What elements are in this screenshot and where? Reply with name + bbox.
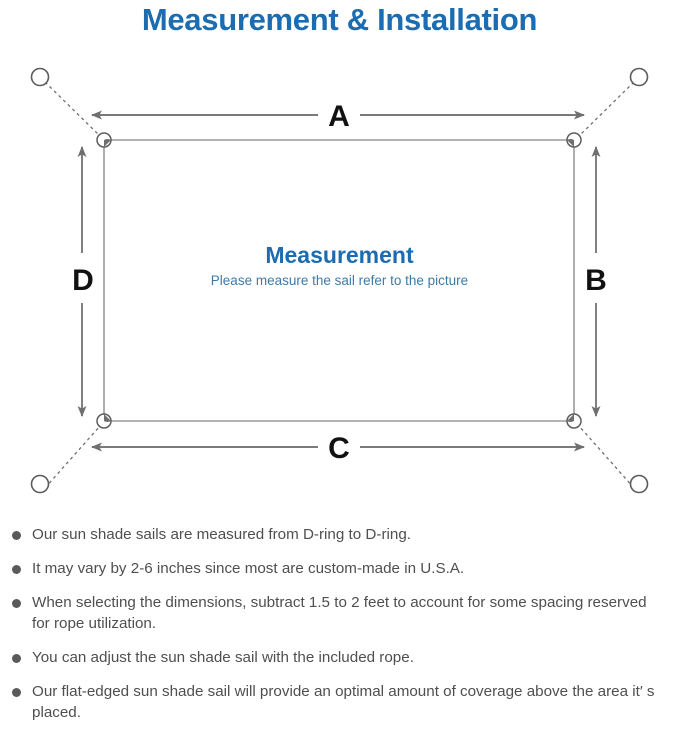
rope-line-top-right xyxy=(578,81,635,137)
d-ring-webbing xyxy=(104,139,574,422)
bullet-icon xyxy=(12,654,21,663)
list-item: Our flat-edged sun shade sail will provi… xyxy=(0,681,679,723)
shade-sail-body xyxy=(103,139,575,422)
bullet-icon xyxy=(12,565,21,574)
page-title: Measurement & Installation xyxy=(141,2,538,37)
list-item: Our sun shade sails are measured from D-… xyxy=(0,524,679,545)
anchor-points xyxy=(30,67,649,494)
anchor-point-top-left xyxy=(30,67,50,87)
note-text: It may vary by 2-6 inches since most are… xyxy=(32,560,465,577)
list-item: You can adjust the sun shade sail with t… xyxy=(0,647,679,668)
bullet-icon xyxy=(12,531,21,540)
rope-lines xyxy=(44,81,635,489)
rope-line-top-left xyxy=(44,81,101,137)
dimension-label-b: B xyxy=(585,264,607,297)
list-item: It may vary by 2-6 inches since most are… xyxy=(0,558,679,579)
anchor-point-bottom-left xyxy=(30,474,50,494)
webbing-top-left xyxy=(104,139,111,147)
note-text: You can adjust the sun shade sail with t… xyxy=(32,649,414,666)
note-text: When selecting the dimensions, subtract … xyxy=(32,594,647,632)
bullet-icon xyxy=(12,599,21,608)
note-text: Our flat-edged sun shade sail will provi… xyxy=(32,683,655,721)
anchor-point-top-right xyxy=(629,67,649,87)
anchor-point-bottom-right xyxy=(629,474,649,494)
bullet-icon xyxy=(12,688,21,697)
dimension-labels: A B C D xyxy=(72,100,607,465)
webbing-bottom-right xyxy=(567,414,574,422)
note-text: Our sun shade sails are measured from D-… xyxy=(32,526,411,543)
list-item: When selecting the dimensions, subtract … xyxy=(0,592,679,634)
dimension-arrows xyxy=(77,110,601,452)
webbing-top-right xyxy=(567,139,574,147)
webbing-bottom-left xyxy=(104,414,111,422)
dimension-label-c: C xyxy=(328,432,350,465)
rope-line-bottom-right xyxy=(578,425,635,489)
measurement-diagram: A B C D Measurement Please measure the s… xyxy=(0,48,679,518)
dimension-label-d: D xyxy=(72,264,94,297)
notes-list: Our sun shade sails are measured from D-… xyxy=(0,524,679,736)
dimension-label-a: A xyxy=(328,100,350,133)
rope-line-bottom-left xyxy=(44,425,101,489)
sail-diagram-svg: A B C D xyxy=(30,67,649,494)
